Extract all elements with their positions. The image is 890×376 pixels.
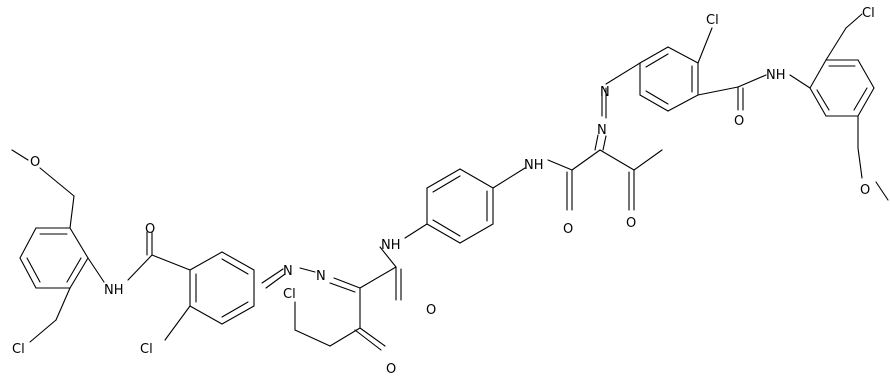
n-left-azo-1: N	[283, 264, 293, 279]
bond-ring-cl-top	[697, 27, 713, 64]
cl-chloroethyl: Cl	[283, 287, 296, 302]
ring-central-phenylene	[426, 168, 494, 244]
o-left-ketone: O	[386, 362, 396, 376]
o-left-methoxy: O	[30, 155, 40, 170]
ring-top-right-aniline	[809, 59, 875, 117]
o-top-anilide: O	[563, 222, 573, 237]
ring-left-aniline	[19, 227, 89, 289]
n-top-azo-1: N	[600, 85, 610, 100]
ring-top-chlorobenzamide	[639, 46, 699, 112]
o-top-amide: O	[734, 114, 744, 129]
nh-left-amide: NH	[104, 283, 124, 298]
o-top-methoxy: O	[860, 183, 870, 198]
o-center-amide: O	[426, 303, 436, 318]
n-left-azo-2: N	[316, 269, 326, 284]
nh-top-amide: NH	[766, 68, 786, 83]
bond-amide-nh-top	[737, 74, 767, 88]
cl-left-benzyl: Cl	[12, 342, 25, 357]
cl-top-right-benzyl: Cl	[862, 6, 875, 21]
cl-left-ring: Cl	[140, 342, 153, 357]
bond-ring-carbonyl-top	[697, 86, 739, 96]
o-left-amide: O	[145, 222, 155, 237]
n-top-azo-2: N	[597, 123, 607, 138]
nh-center-left: NH	[381, 238, 401, 253]
ring-left-chlorobenzamide	[189, 251, 255, 325]
o-top-ketone: O	[626, 216, 636, 231]
nh-top-center: NH	[524, 158, 544, 173]
cl-top-ring: Cl	[706, 13, 719, 28]
